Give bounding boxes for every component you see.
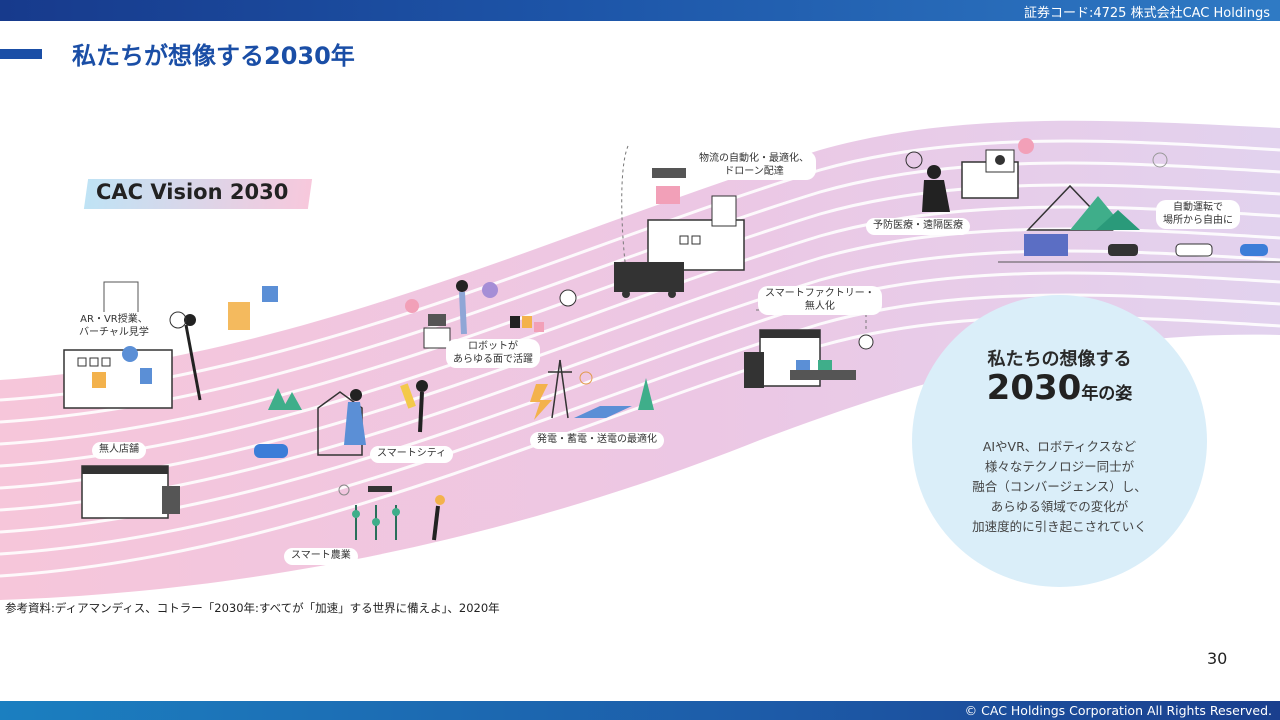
label-logistics: 物流の自動化・最適化、 ドローン配達 <box>692 151 816 180</box>
circle-year-number: 2030 <box>986 368 1082 408</box>
label-smart-city: スマートシティ <box>370 446 454 463</box>
circle-body-line: 融合（コンバージェンス）し、 <box>972 479 1147 494</box>
label-power: 発電・蓄電・送電の最適化 <box>530 432 664 449</box>
copyright: © CAC Holdings Corporation All Rights Re… <box>964 703 1272 718</box>
circle-body-line: 加速度的に引き起こされていく <box>972 519 1147 534</box>
store-illustration <box>81 465 180 519</box>
circle-year: 2030年の姿 <box>912 368 1207 408</box>
label-autodrive: 自動運転で 場所から自由に <box>1156 200 1240 229</box>
source-note: 参考資料:ディアマンディス、コトラー「2030年:すべてが「加速」する世界に備え… <box>5 601 500 615</box>
circle-year-suffix: 年の姿 <box>1081 384 1133 404</box>
title-accent-bar <box>0 49 42 59</box>
footer-bar: © CAC Holdings Corporation All Rights Re… <box>0 701 1280 720</box>
vision-illustration <box>0 120 1280 600</box>
circle-body-line: AIやVR、ロボティクスなど <box>982 439 1137 454</box>
agriculture-illustration <box>338 484 445 541</box>
company-code: 証券コード:4725 株式会社CAC Holdings <box>1023 6 1270 21</box>
page-number: 30 <box>1207 649 1228 668</box>
vision-circle <box>912 295 1207 587</box>
smart-city-illustration <box>254 380 428 458</box>
label-medical: 予防医療・遠隔医療 <box>866 218 970 235</box>
power-grid-illustration <box>530 359 654 420</box>
label-robot: ロボットが あらゆる面で活躍 <box>446 339 540 368</box>
classroom-illustration <box>63 281 278 409</box>
circle-body: AIやVR、ロボティクスなど 様々なテクノロジー同士が 融合（コンバージェンス）… <box>912 437 1207 537</box>
circle-heading: 私たちの想像する <box>987 349 1132 370</box>
label-smart-agri: スマート農業 <box>284 548 358 565</box>
label-factory: スマートファクトリー・ 無人化 <box>758 286 882 315</box>
circle-body-line: 様々なテクノロジー同士が <box>984 459 1135 474</box>
robot-illustration <box>405 280 577 349</box>
autodrive-illustration <box>998 152 1280 263</box>
page-title: 私たちが想像する2030年 <box>72 42 355 70</box>
label-unmanned-store: 無人店舗 <box>92 442 146 459</box>
circle-body-line: あらゆる領域での変化が <box>990 499 1129 514</box>
label-ar-vr: AR・VR授業、 バーチャル見学 <box>72 312 156 341</box>
vision-badge: CAC Vision 2030 <box>96 180 289 204</box>
logistics-illustration <box>614 145 745 298</box>
medical-illustration <box>905 138 1034 212</box>
top-bar: 証券コード:4725 株式会社CAC Holdings <box>0 0 1280 21</box>
